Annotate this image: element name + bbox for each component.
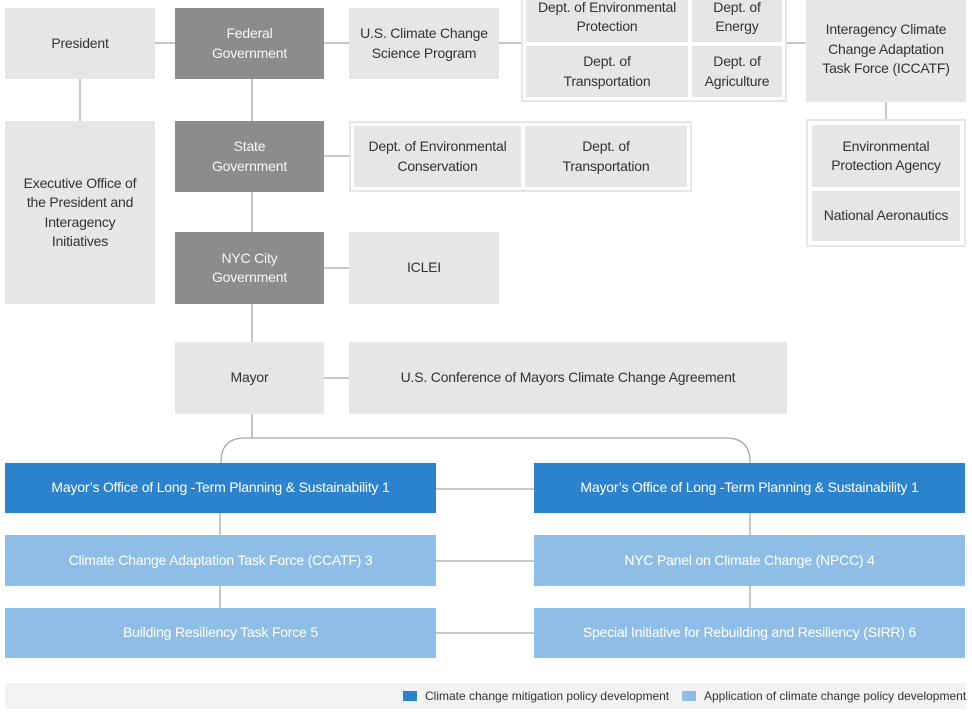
dept-transportation-federal-label: Dept. of Transportation [563, 53, 651, 89]
dept-environmental-protection-box: Dept. of Environmental Protection [526, 0, 688, 42]
dept-transportation-federal-box: Dept. of Transportation [526, 46, 688, 97]
oltps-right-box: Mayor’s Office of Long -Term Planning & … [534, 463, 965, 513]
nyc-city-government-box: NYC City Government [175, 232, 324, 304]
dept-environmental-conservation-box: Dept. of Environmental Conservation [354, 126, 521, 187]
dept-transportation-state-box: Dept. of Transportation [525, 126, 687, 187]
dept-energy-label: Dept. of Energy [713, 0, 761, 34]
iccatf-label: Interagency Climate Change Adaptation Ta… [822, 21, 950, 77]
state-government-label: State Government [211, 138, 288, 174]
federal-government-label: Federal Government [211, 25, 288, 61]
mayor-box: Mayor [175, 342, 324, 414]
legend-swatch-mitigation [403, 691, 417, 701]
dept-agriculture-label: Dept. of Agriculture [704, 53, 770, 89]
epa-box: Environmental Protection Agency [812, 125, 960, 187]
building-resiliency-box: Building Resiliency Task Force 5 [5, 608, 436, 658]
ccatf-label: Climate Change Adaptation Task Force (CC… [68, 551, 373, 568]
national-aeronautics-label: National Aeronautics [823, 207, 949, 224]
legend-swatch-application [682, 691, 696, 701]
federal-government-box: Federal Government [175, 8, 324, 79]
iccatf-box: Interagency Climate Change Adaptation Ta… [806, 0, 966, 102]
oltps-left-box: Mayor’s Office of Long -Term Planning & … [5, 463, 436, 513]
executive-office-box: Executive Office of the President and In… [5, 121, 155, 304]
sirr-box: Special Initiative for Rebuilding and Re… [534, 608, 965, 658]
npcc-box: NYC Panel on Climate Change (NPCC) 4 [534, 535, 965, 586]
legend-item-mitigation: Climate change mitigation policy develop… [403, 689, 669, 703]
link-mayor-bracket [220, 437, 751, 463]
national-aeronautics-box: National Aeronautics [812, 191, 960, 241]
dept-environmental-conservation-label: Dept. of Environmental Conservation [368, 138, 507, 174]
iclei-box: ICLEI [349, 232, 499, 304]
legend-label-application: Application of climate change policy dev… [704, 689, 967, 703]
dept-transportation-state-label: Dept. of Transportation [562, 138, 650, 174]
oltps-left-label: Mayor’s Office of Long -Term Planning & … [51, 479, 390, 496]
us-conference-of-mayors-label: U.S. Conference of Mayors Climate Change… [400, 369, 736, 386]
legend [5, 683, 965, 709]
dept-energy-box: Dept. of Energy [692, 0, 782, 42]
legend-label-mitigation: Climate change mitigation policy develop… [425, 689, 670, 703]
dept-environmental-protection-label: Dept. of Environmental Protection [537, 0, 676, 34]
us-climate-change-science-program-label: U.S. Climate Change Science Program [360, 25, 488, 61]
mayor-label: Mayor [230, 369, 269, 386]
iclei-label: ICLEI [406, 259, 441, 276]
executive-office-label: Executive Office of the President and In… [23, 174, 137, 250]
president-label: President [51, 34, 109, 51]
oltps-right-label: Mayor’s Office of Long -Term Planning & … [580, 479, 919, 496]
us-conference-of-mayors-box: U.S. Conference of Mayors Climate Change… [349, 342, 787, 414]
ccatf-box: Climate Change Adaptation Task Force (CC… [5, 535, 436, 586]
president-box: President [5, 8, 155, 79]
state-government-box: State Government [175, 121, 324, 192]
us-climate-change-science-program-box: U.S. Climate Change Science Program [349, 8, 499, 79]
building-resiliency-label: Building Resiliency Task Force 5 [123, 624, 318, 641]
legend-item-application: Application of climate change policy dev… [682, 689, 966, 703]
npcc-label: NYC Panel on Climate Change (NPCC) 4 [624, 551, 875, 568]
nyc-city-government-label: NYC City Government [211, 249, 288, 286]
epa-label: Environmental Protection Agency [831, 137, 941, 174]
sirr-label: Special Initiative for Rebuilding and Re… [582, 624, 917, 641]
dept-agriculture-box: Dept. of Agriculture [692, 46, 782, 97]
